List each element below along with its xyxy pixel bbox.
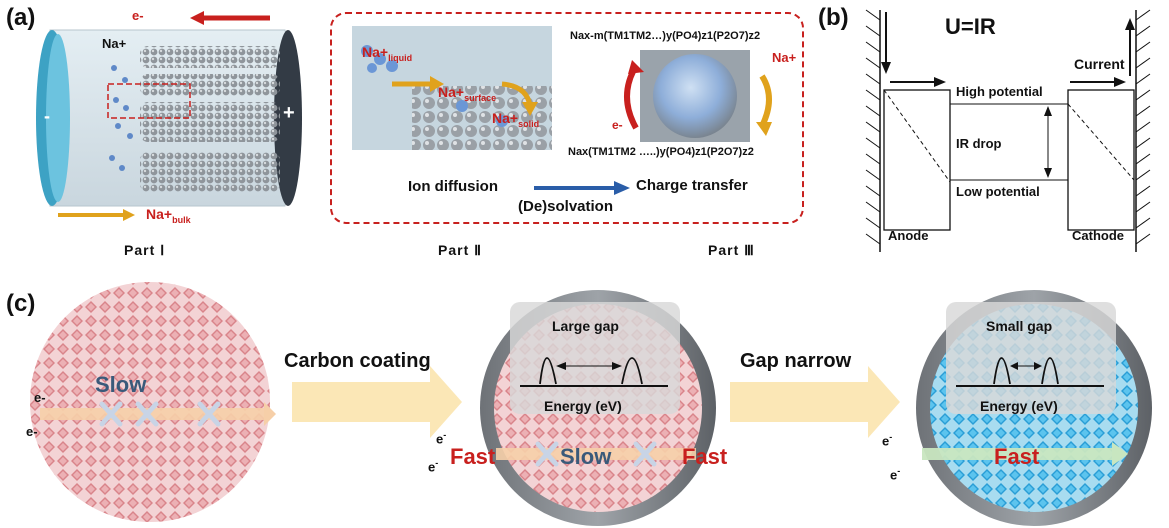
na-bulk-sub: bulk — [172, 214, 191, 225]
minus-label: - — [44, 106, 50, 126]
e-left-label: e- — [612, 118, 623, 132]
na-liquid-sub: liquid — [388, 52, 413, 63]
na-bulk-label: Na+bulk — [146, 206, 191, 225]
energy-label-2: Energy (eV) — [980, 398, 1058, 414]
fast-label-2: Fast — [682, 444, 728, 469]
panel-b-tag: (b) — [818, 4, 849, 31]
diffusion-arrow — [534, 181, 630, 195]
charge-transfer-label: Charge transfer — [636, 177, 748, 194]
block-marks-2 — [535, 441, 657, 467]
panel-c-tag: (c) — [6, 290, 36, 317]
na-bulk-base: Na+ — [146, 206, 173, 222]
electron-label-c6: e- — [890, 466, 901, 483]
na-liquid-label: Na+liquid — [362, 44, 412, 63]
small-gap-label: Small gap — [986, 318, 1053, 334]
na-label: Na+ — [102, 36, 127, 51]
fast-label-3: Fast — [994, 444, 1040, 469]
anode-label: Anode — [888, 228, 929, 243]
layer-2 — [140, 74, 280, 96]
carbon-coating-arrow — [292, 366, 462, 438]
na-liquid-base: Na+ — [362, 44, 389, 60]
zoom-box — [107, 83, 191, 119]
electron-label-c2: e- — [26, 424, 38, 439]
electron-label-c3: e- — [436, 430, 447, 447]
na-surface-base: Na+ — [438, 84, 465, 100]
ion-diffusion-label: Ion diffusion — [408, 178, 498, 195]
high-potential-label: High potential — [956, 84, 1043, 99]
part-2-label: Part Ⅱ — [438, 242, 483, 258]
na-solid-sub: solid — [518, 118, 540, 129]
positive-terminal — [274, 30, 302, 206]
na-right-label: Na+ — [772, 50, 797, 65]
ir-drop-label: IR drop — [956, 136, 1002, 151]
fast-label-1: Fast — [450, 444, 496, 469]
layer-1 — [140, 46, 280, 68]
plus-label: + — [283, 102, 295, 124]
na-solid-base: Na+ — [492, 110, 519, 126]
large-gap-label: Large gap — [552, 318, 619, 334]
gap-narrow-label: Gap narrow — [740, 350, 852, 372]
inset-box — [330, 12, 804, 224]
part-1-label: Part Ⅰ — [124, 242, 166, 258]
low-potential-label: Low potential — [956, 184, 1040, 199]
electron-label-c1: e- — [34, 390, 46, 405]
slow-label-1: Slow — [95, 372, 147, 397]
cathode-label: Cathode — [1072, 228, 1124, 243]
electron-label-c4: e- — [428, 458, 439, 475]
panel-c-illustration — [30, 282, 1152, 526]
surface-illustration — [352, 26, 552, 150]
electron-label-c5: e- — [882, 432, 893, 449]
carbon-coating-label: Carbon coating — [284, 350, 431, 372]
na-surface-label: Na+surface — [438, 84, 496, 103]
potential-diagram — [865, 9, 1151, 252]
na-solid-label: Na+solid — [492, 110, 539, 129]
panel-a-tag: (a) — [6, 4, 36, 31]
uncoated-particle — [30, 282, 270, 522]
part-3-label: Part Ⅲ — [708, 242, 755, 258]
uir-title: U=IR — [945, 14, 996, 39]
desolvation-label: (De)solvation — [518, 198, 614, 215]
layer-4 — [140, 152, 280, 192]
battery-cylinder-illustration — [36, 11, 302, 221]
na-ions — [109, 65, 133, 171]
block-marks-1 — [99, 401, 221, 427]
formula-top: Nax-m(TM1TM2…)y(PO4)z1(P2O7)z2 — [570, 30, 761, 42]
energy-label-1: Energy (eV) — [544, 398, 622, 414]
gap-narrow-arrow — [730, 366, 900, 438]
current-label: Current — [1074, 56, 1125, 72]
slow-label-2: Slow — [560, 444, 612, 469]
electron-label: e- — [132, 8, 144, 23]
layer-3 — [140, 102, 280, 142]
na-surface-sub: surface — [464, 92, 497, 103]
formula-bottom: Nax(TM1TM2 …..)y(PO4)z1(P2O7)z2 — [568, 146, 754, 158]
sphere-illustration — [624, 50, 772, 142]
